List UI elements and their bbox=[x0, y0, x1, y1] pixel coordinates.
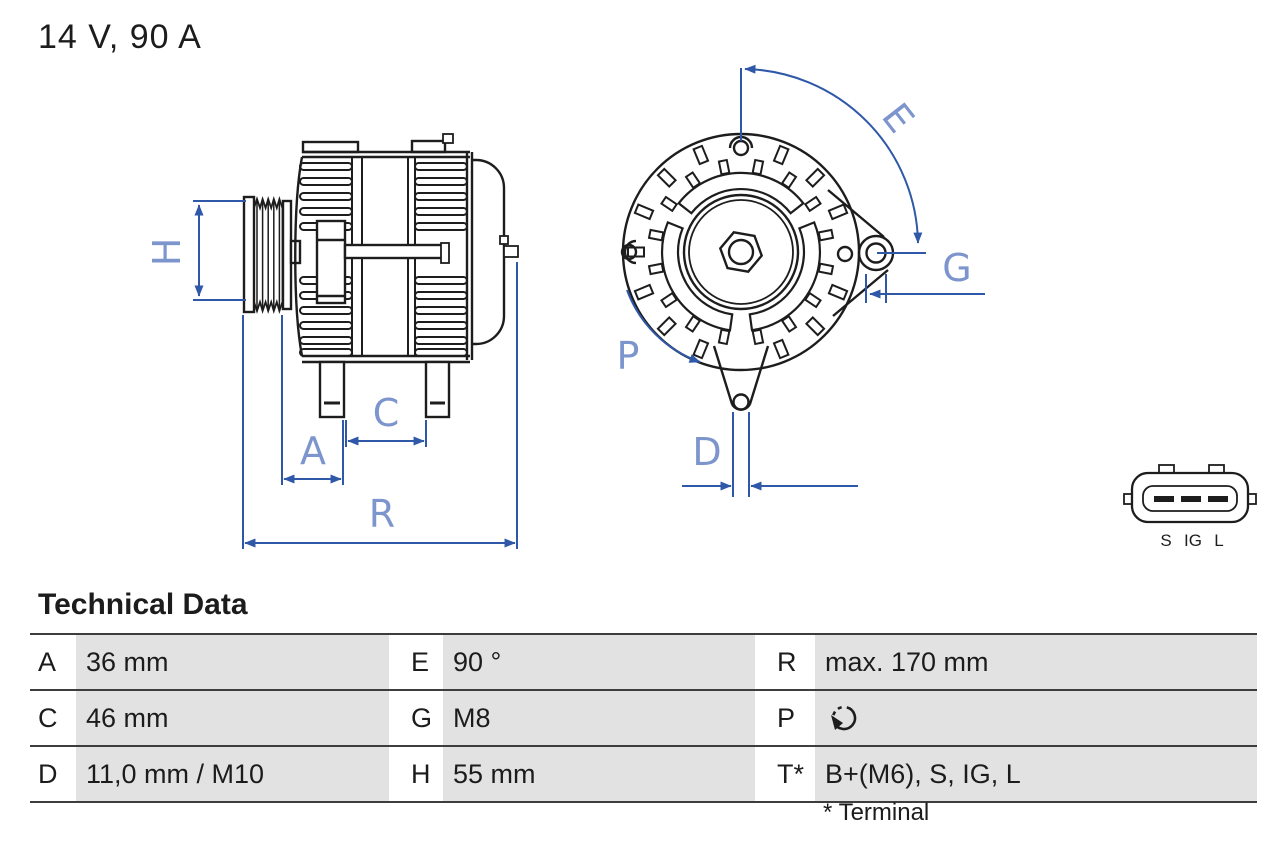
mounting-lugs bbox=[318, 360, 451, 419]
connector-pins bbox=[1154, 496, 1228, 502]
technical-drawing: H A C R E G P D S IG L bbox=[145, 64, 1257, 550]
page-title: 14 V, 90 A bbox=[38, 18, 202, 56]
dim-value: 90 ° bbox=[443, 635, 755, 689]
dim-key: E bbox=[389, 635, 443, 689]
rotation-direction-icon bbox=[831, 705, 857, 731]
pin-label-ig: IG bbox=[1184, 531, 1202, 550]
alternator-side-view bbox=[242, 133, 519, 419]
technical-data-table: A 36 mm E 90 ° R max. 170 mm C 46 mm G M… bbox=[30, 633, 1257, 803]
pulley bbox=[242, 195, 302, 315]
terminal-footnote: * Terminal bbox=[823, 799, 930, 826]
alternator-front-view bbox=[620, 132, 895, 411]
dim-key: G bbox=[389, 691, 443, 745]
dim-label-e: E bbox=[873, 95, 922, 141]
table-row: D 11,0 mm / M10 H 55 mm T* B+(M6), S, IG… bbox=[30, 745, 1257, 801]
dim-value: 11,0 mm / M10 bbox=[76, 747, 389, 801]
technical-data-heading: Technical Data bbox=[38, 588, 248, 621]
dim-key: R bbox=[755, 635, 815, 689]
dim-label-h: H bbox=[145, 238, 189, 267]
table-row: C 46 mm G M8 P bbox=[30, 689, 1257, 745]
dim-key: A bbox=[30, 635, 76, 689]
dim-value: 55 mm bbox=[443, 747, 755, 801]
dim-label-g: G bbox=[942, 246, 971, 290]
rotation-value bbox=[815, 691, 1257, 745]
dim-value: 46 mm bbox=[76, 691, 389, 745]
dim-label-a: A bbox=[300, 429, 326, 473]
dimension-labels: H A C R E G P D bbox=[145, 95, 972, 536]
table-row: A 36 mm E 90 ° R max. 170 mm bbox=[30, 635, 1257, 689]
dimension-lines bbox=[193, 64, 985, 549]
dim-label-c: C bbox=[373, 391, 400, 435]
shaft-nut bbox=[718, 230, 764, 274]
dim-value: max. 170 mm bbox=[815, 635, 1257, 689]
dim-label-r: R bbox=[369, 492, 395, 536]
pin-label-l: L bbox=[1214, 531, 1223, 550]
dim-label-p: P bbox=[617, 334, 640, 378]
dim-key: T* bbox=[755, 747, 815, 801]
dim-value: M8 bbox=[443, 691, 755, 745]
pin-label-s: S bbox=[1160, 531, 1171, 550]
dim-key: C bbox=[30, 691, 76, 745]
dim-key: D bbox=[30, 747, 76, 801]
plug-connector bbox=[1123, 464, 1257, 524]
dim-value: 36 mm bbox=[76, 635, 389, 689]
b-plus-terminal bbox=[499, 235, 519, 258]
connector-pin-labels: S IG L bbox=[1160, 531, 1223, 550]
dim-key: H bbox=[389, 747, 443, 801]
dim-key: P bbox=[755, 691, 815, 745]
dim-label-d: D bbox=[692, 430, 721, 474]
dim-value: B+(M6), S, IG, L bbox=[815, 747, 1257, 801]
